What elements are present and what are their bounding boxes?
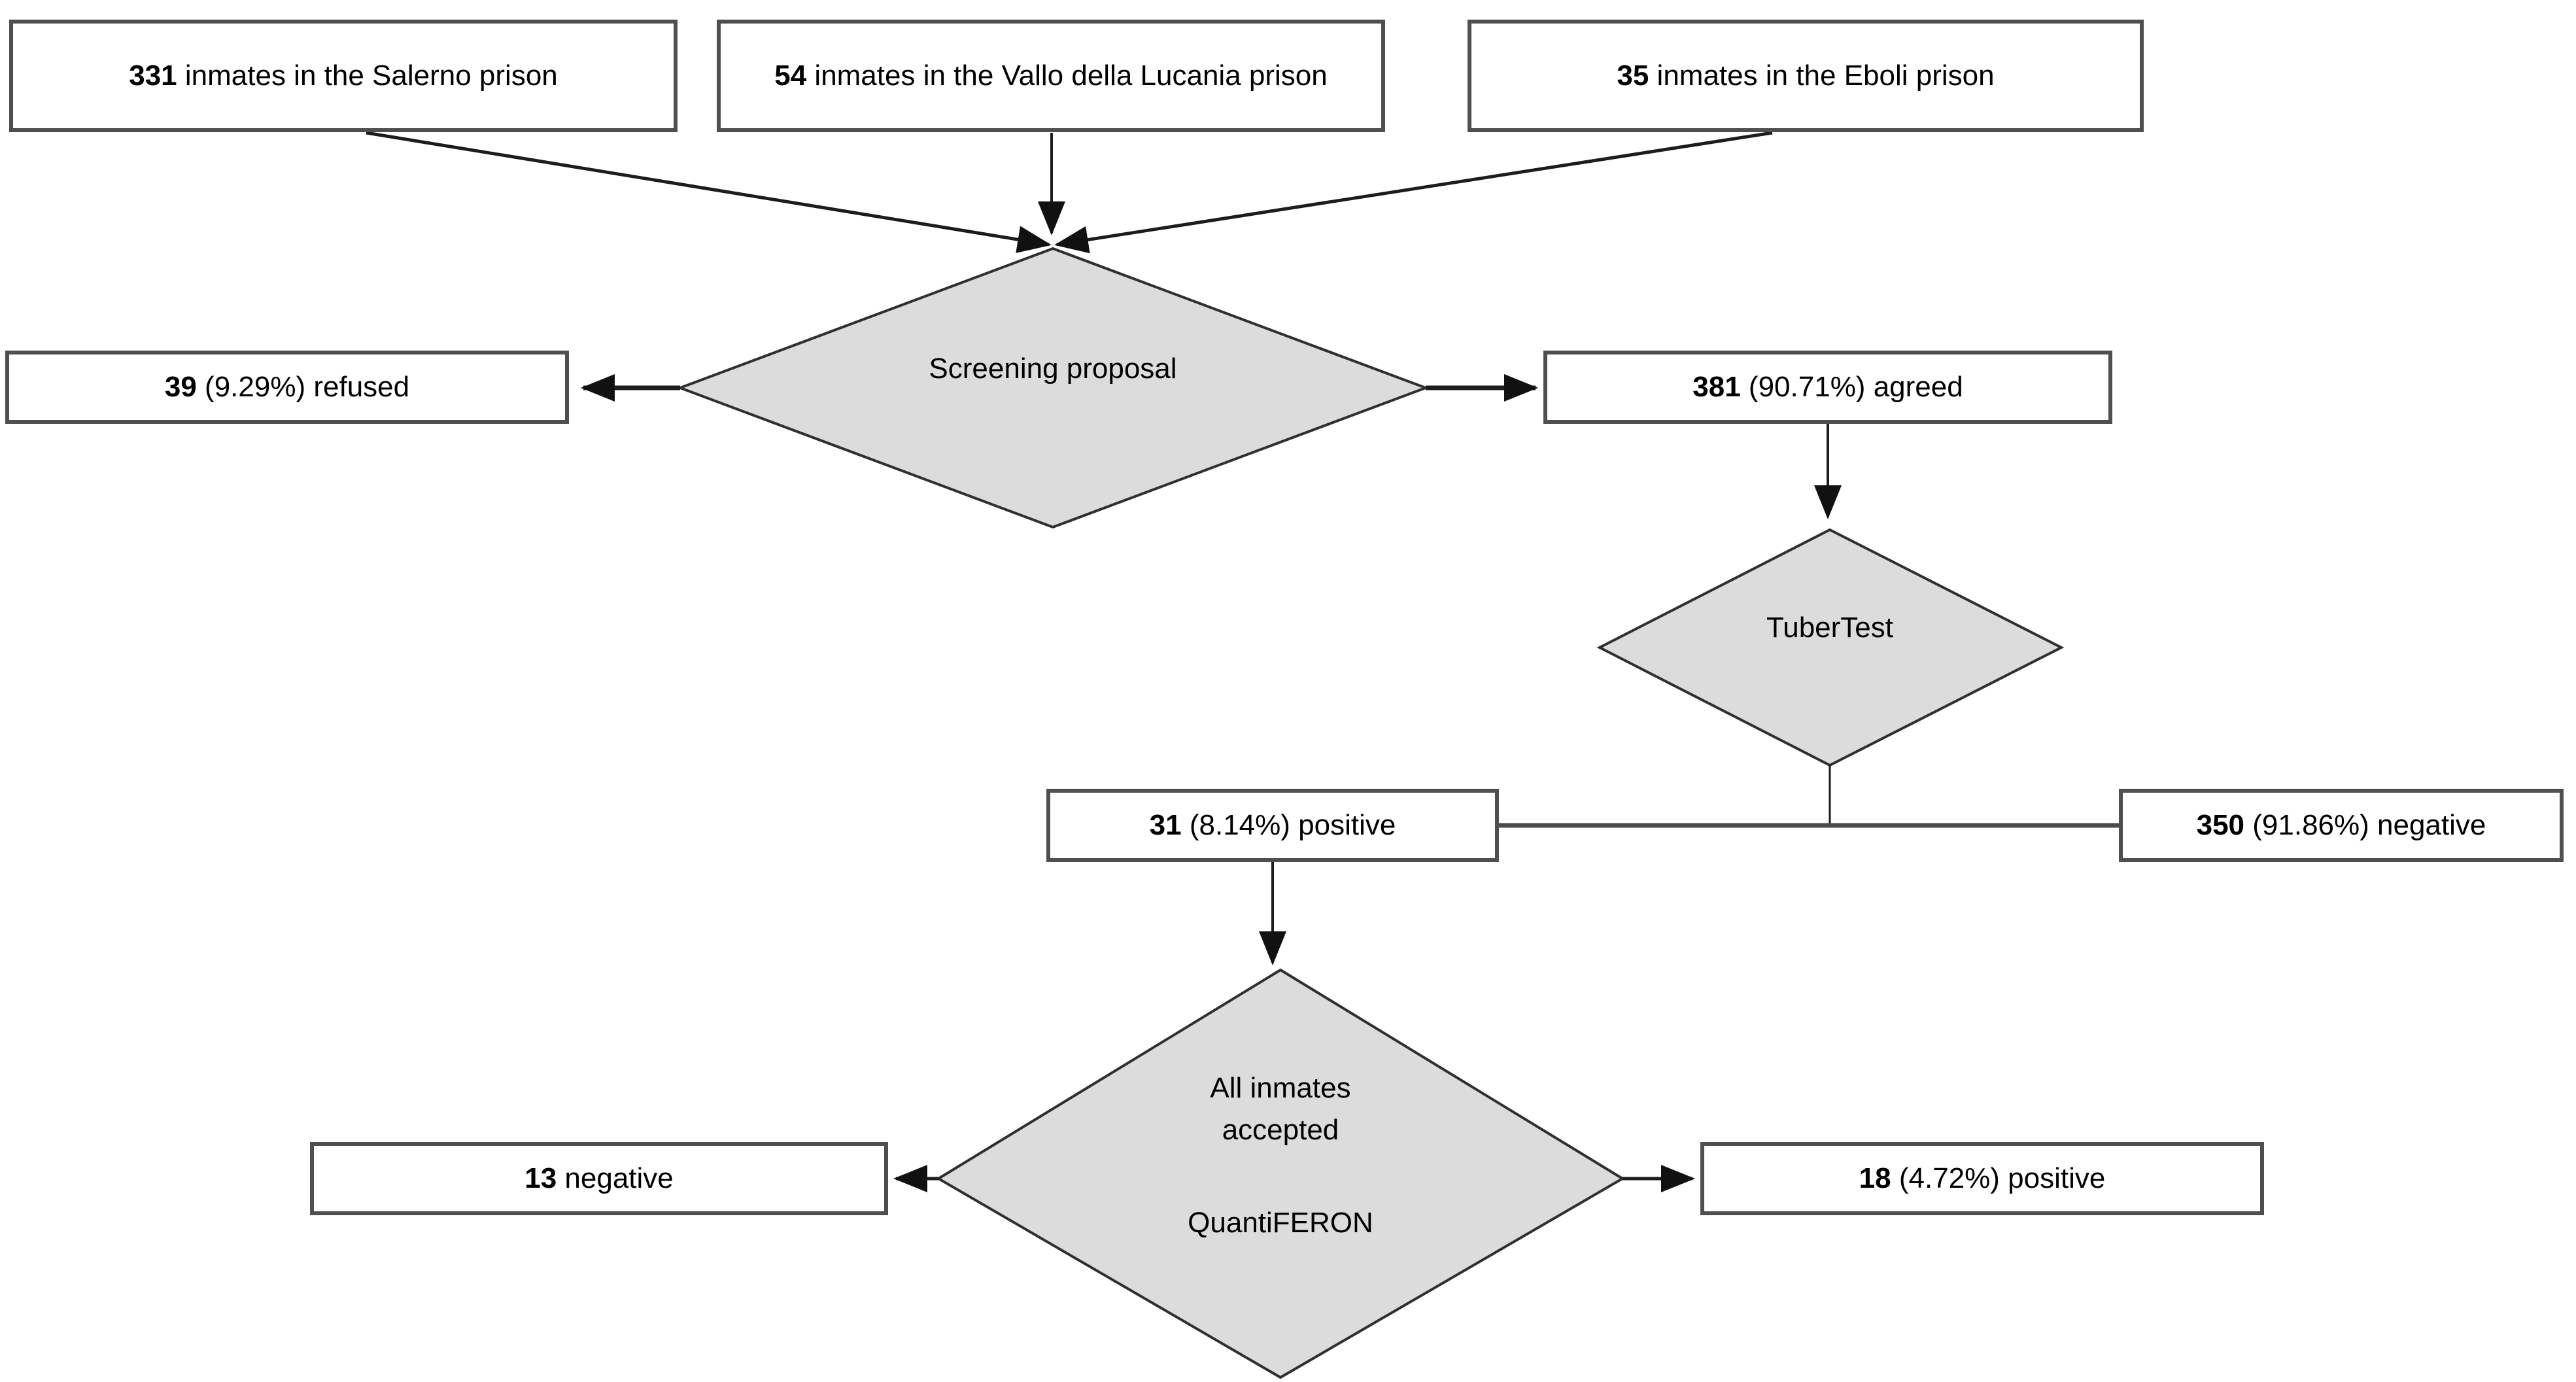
quantiferon-positive-label: 18 (4.72%) positive <box>1840 1159 2125 1198</box>
agreed-count: 381 <box>1692 371 1741 404</box>
screening-proposal-diamond <box>676 247 1430 529</box>
edge-salerno-to-screening <box>366 131 1052 253</box>
quantiferon-subtitle: QuantiFERON <box>1188 1206 1373 1239</box>
quantiferon-diamond <box>936 968 1625 1379</box>
node-salerno-prison: 331 inmates in the Salerno prison <box>9 20 678 132</box>
tubertest-negative-label: 350 (91.86%) negative <box>2177 806 2506 844</box>
tubertest-positive-label: 31 (8.14%) positive <box>1130 806 1416 844</box>
node-tubertest-positive: 31 (8.14%) positive <box>1046 789 1499 862</box>
refused-label: 39 (9.29%) refused <box>145 368 429 406</box>
edge-eboli-to-screening <box>1054 131 1773 254</box>
eboli-text: inmates in the Eboli prison <box>1649 60 1995 92</box>
refused-count: 39 <box>164 371 197 404</box>
tubertest-negative-count: 350 <box>2196 809 2245 842</box>
agreed-label: 381 (90.71%) agreed <box>1673 368 1982 406</box>
quantiferon-negative-text: negative <box>557 1162 674 1195</box>
vallo-text: inmates in the Vallo della Lucania priso… <box>806 60 1328 92</box>
node-quantiferon-positive: 18 (4.72%) positive <box>1700 1142 2264 1215</box>
eboli-prison-label: 35 inmates in the Eboli prison <box>1597 56 2014 95</box>
tubertest-text: TuberTest <box>1766 612 1893 644</box>
node-tubertest-negative: 350 (91.86%) negative <box>2119 789 2564 862</box>
quantiferon-positive-text: (4.72%) positive <box>1891 1162 2106 1195</box>
refused-text: (9.29%) refused <box>196 371 410 404</box>
salerno-prison-label: 331 inmates in the Salerno prison <box>109 56 577 95</box>
quantiferon-negative-count: 13 <box>524 1162 557 1195</box>
quantiferon-positive-count: 18 <box>1859 1162 1891 1195</box>
quantiferon-negative-label: 13 negative <box>505 1159 693 1198</box>
salerno-text: inmates in the Salerno prison <box>177 60 558 92</box>
tubertest-positive-text: (8.14%) positive <box>1181 809 1396 842</box>
tubertest-positive-count: 31 <box>1149 809 1182 842</box>
node-eboli-prison: 35 inmates in the Eboli prison <box>1468 20 2144 132</box>
eboli-count: 35 <box>1617 60 1649 92</box>
tubertest-negative-text: (91.86%) negative <box>2244 809 2486 842</box>
vallo-count: 54 <box>774 60 807 92</box>
salerno-count: 331 <box>129 60 177 92</box>
quantiferon-label: All inmates accepted QuantiFERON <box>1084 1067 1477 1243</box>
agreed-text: (90.71%) agreed <box>1740 371 1963 404</box>
tubertest-label: TuberTest <box>1634 607 2026 649</box>
node-vallo-della-lucania-prison: 54 inmates in the Vallo della Lucania pr… <box>717 20 1385 132</box>
node-refused: 39 (9.29%) refused <box>5 351 569 424</box>
screening-proposal-label: Screening proposal <box>726 348 1380 390</box>
node-quantiferon-negative: 13 negative <box>310 1142 888 1215</box>
quantiferon-title: All inmates accepted <box>1210 1072 1351 1146</box>
screening-proposal-text: Screening proposal <box>929 353 1177 385</box>
vallo-prison-label: 54 inmates in the Vallo della Lucania pr… <box>755 56 1347 95</box>
node-agreed: 381 (90.71%) agreed <box>1543 351 2112 424</box>
